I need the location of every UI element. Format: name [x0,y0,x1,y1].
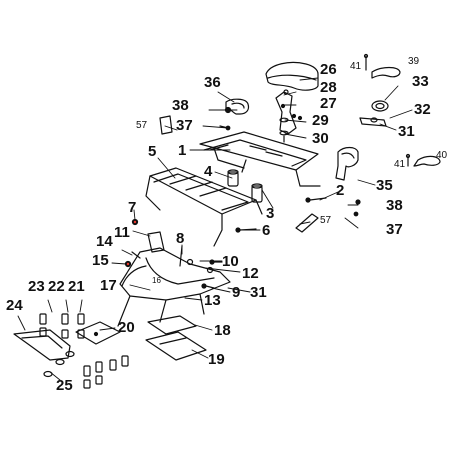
callout-18: 18 [214,322,231,339]
spacer-part-4 [227,169,263,203]
callout-6: 6 [262,222,271,239]
callout-27: 27 [320,95,337,112]
callout-29: 29 [312,112,329,129]
callout-15: 15 [92,252,109,269]
callout-23: 23 [28,278,45,295]
backrest-mount-parts [275,89,303,143]
callout-11: 11 [114,224,130,241]
main-frame [117,245,231,327]
callout-37-lower: 37 [386,221,403,238]
callout-30: 30 [312,130,329,147]
callout-35: 35 [376,177,393,194]
front-rack-part-5 [145,167,263,247]
footrest-part-24 [13,329,71,361]
callout-13: 13 [204,292,221,309]
rubber-pad-part-57 [159,115,319,233]
callout-9: 9 [232,284,241,301]
callout-5: 5 [148,143,157,160]
callout-31-lower: 31 [250,284,267,301]
callout-40: 40 [436,150,448,161]
callout-14: 14 [96,233,113,250]
callout-39: 39 [408,56,420,67]
callout-26: 26 [320,61,337,78]
callout-7: 7 [128,199,137,216]
fasteners-mid [124,218,257,268]
callout-41-lower: 41 [394,159,406,170]
callout-57-upper: 57 [136,120,148,131]
callout-57-lower: 57 [320,215,332,226]
bracket-part-18 [147,315,197,335]
callout-32: 32 [414,101,431,118]
callout-21: 21 [68,278,85,295]
callout-17: 17 [100,277,117,294]
callout-37-upper: 37 [176,117,193,134]
callout-24: 24 [6,297,23,314]
callout-20: 20 [118,319,135,336]
callout-12: 12 [242,265,259,282]
callout-19: 19 [208,351,225,368]
bolts-part-9-10 [201,259,223,289]
callout-41-upper: 41 [350,61,362,72]
callout-1: 1 [178,142,187,159]
grab-handle-part-35 [335,146,359,181]
clip-parts [363,53,441,167]
callout-22: 22 [48,278,65,295]
callout-4: 4 [204,163,213,180]
callout-33: 33 [412,73,429,90]
seat-cushion-part-26 [265,61,319,91]
plate-part-20 [75,321,121,345]
callout-3: 3 [266,205,275,222]
callout-31-upper: 31 [398,123,415,140]
footrest-knob-parts [359,100,389,127]
callout-25: 25 [56,377,73,394]
callout-36: 36 [204,74,221,91]
plate-part-19 [145,331,207,361]
callout-38-lower: 38 [386,197,403,214]
bolts-upper [219,106,361,217]
callout-8: 8 [176,230,185,247]
rear-rack-part-1 [199,131,321,187]
bolt-cluster-lower [39,313,129,389]
callout-16: 16 [152,276,161,285]
callout-28: 28 [320,79,337,96]
callout-2: 2 [336,182,345,199]
bolt-part-2 [305,197,327,203]
callout-10: 10 [222,253,239,270]
callout-38-upper: 38 [172,97,189,114]
accent-markers [126,220,137,266]
